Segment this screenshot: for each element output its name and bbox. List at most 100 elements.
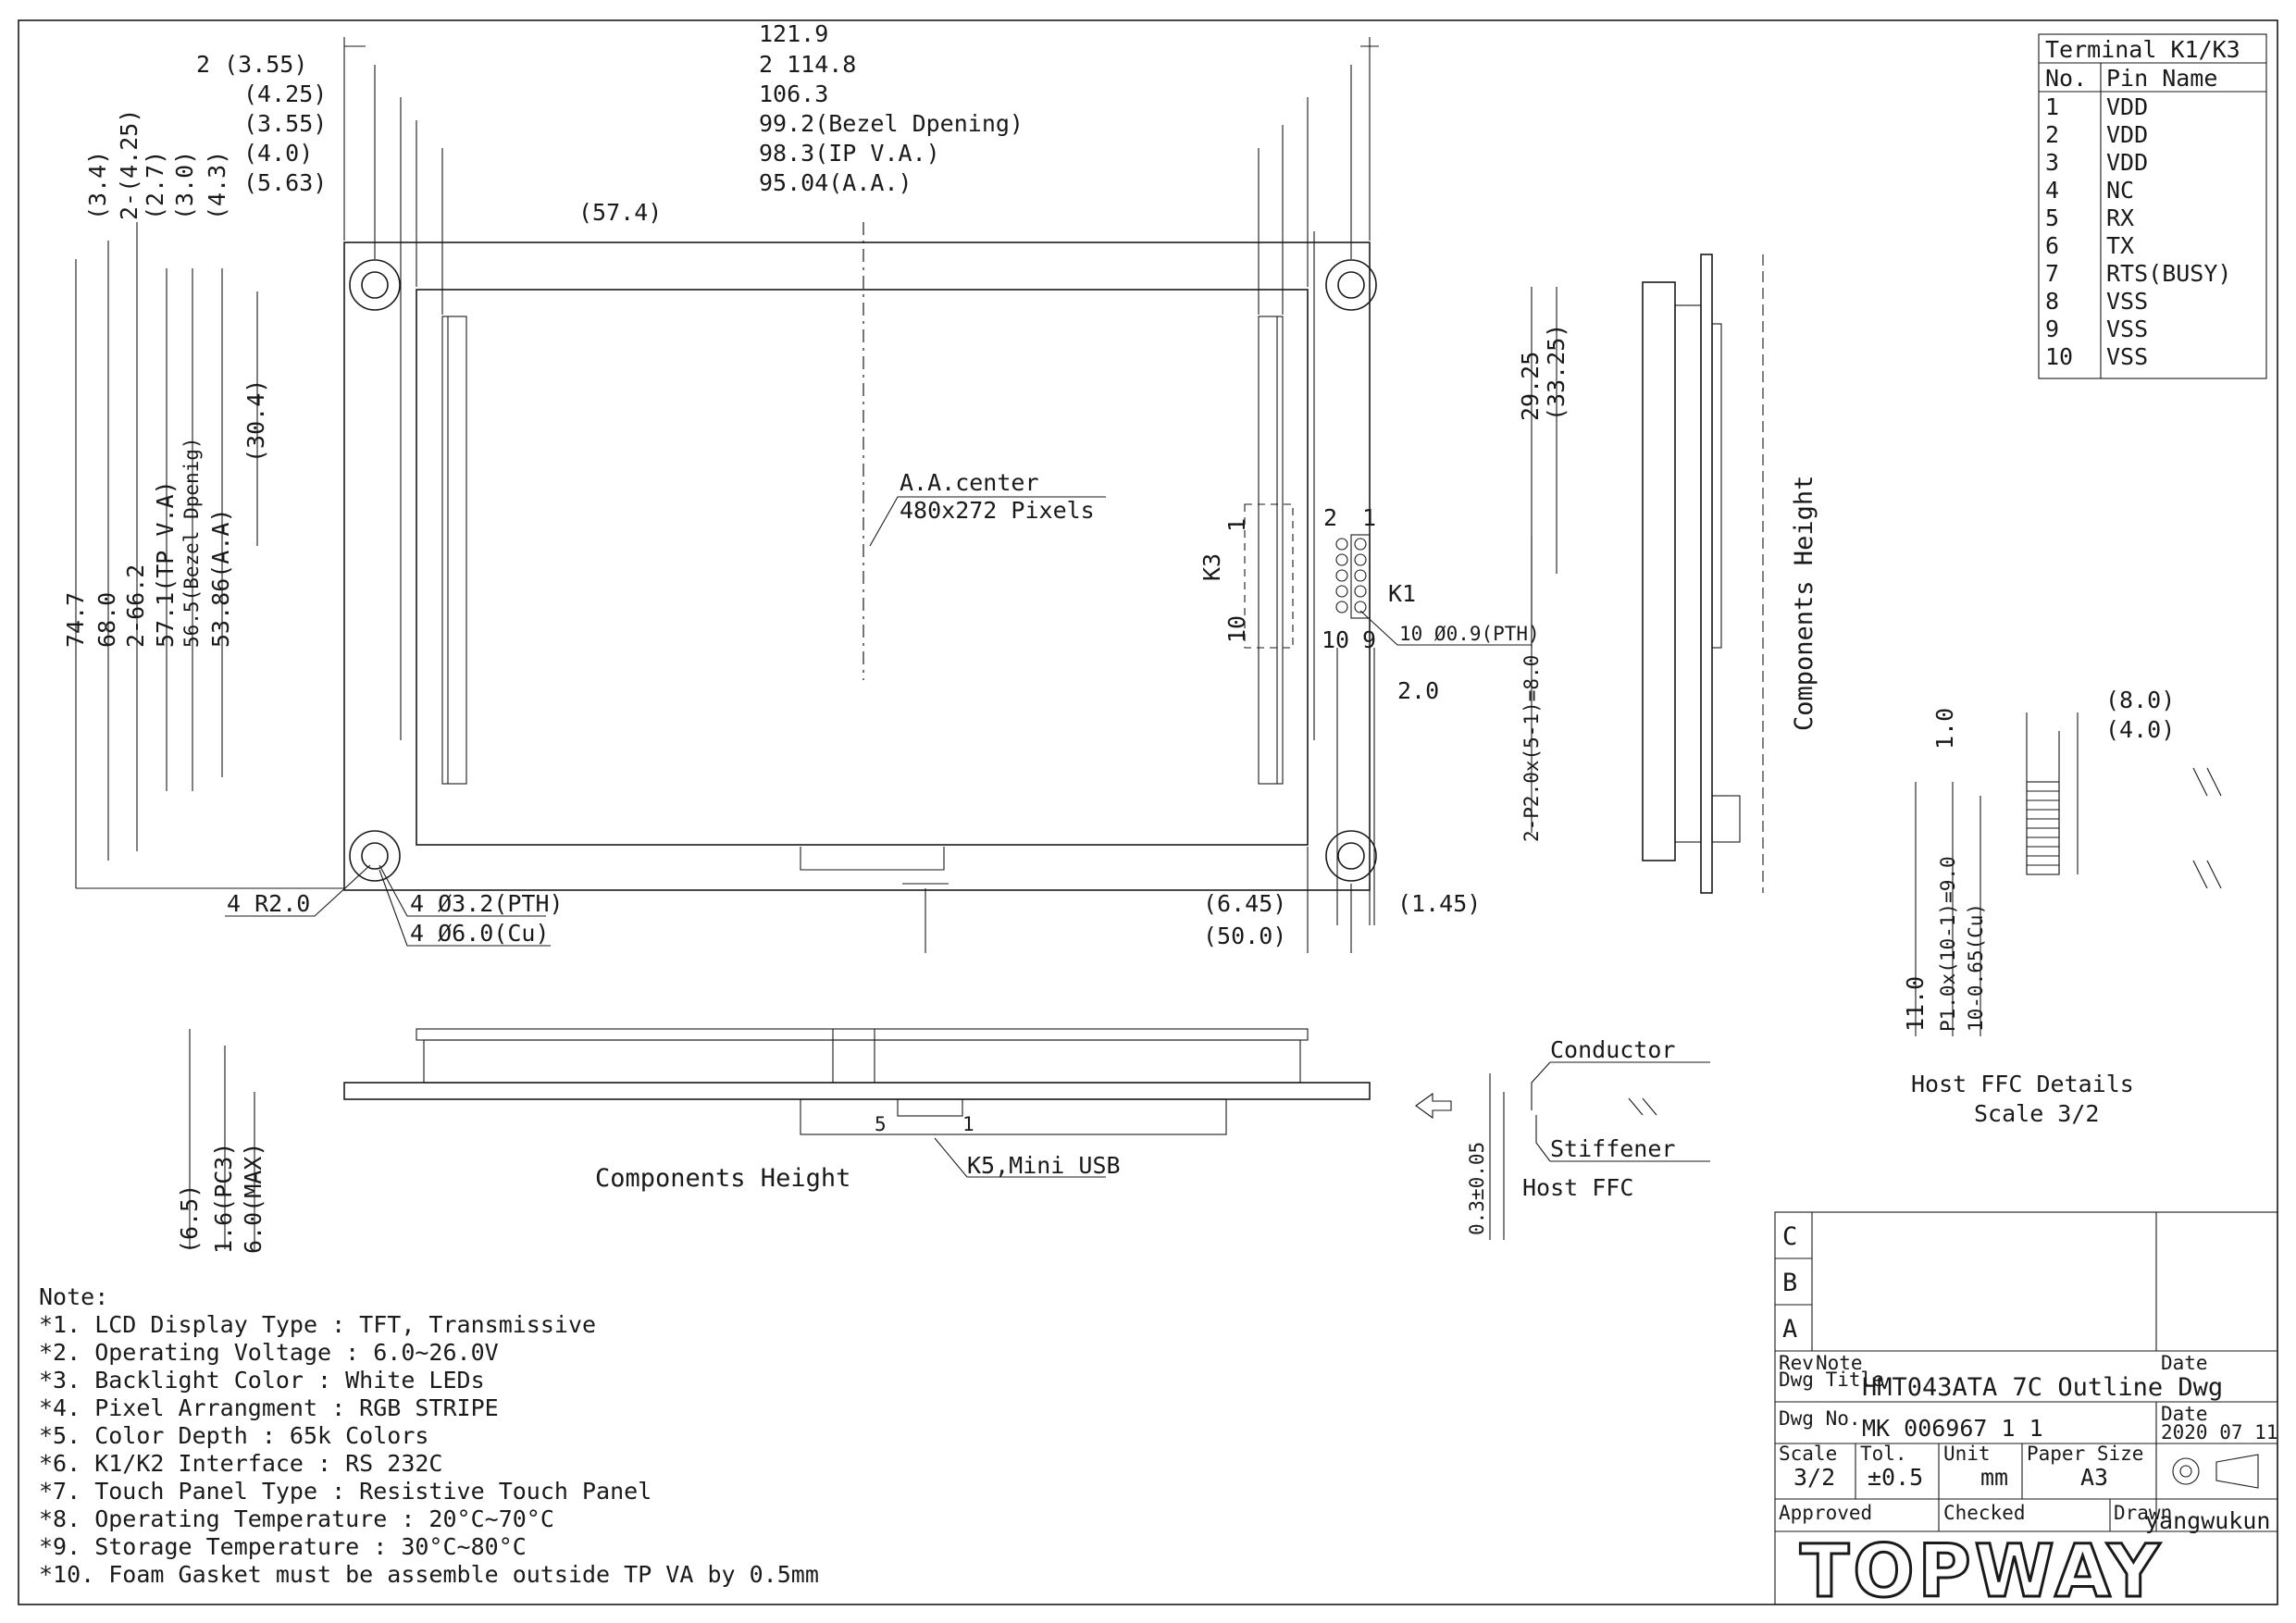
bottom-dim-lines: [1307, 712, 1375, 953]
notes-title: Note:: [39, 1283, 108, 1310]
pin-name: VSS: [2106, 316, 2148, 342]
ffc-dim-1-0: 1.0: [1931, 708, 1958, 750]
dim-top-left-2: (3.55): [243, 110, 327, 137]
dim-left-top-3: (3.0): [171, 151, 198, 220]
pin-table-col-name: Pin Name: [2106, 65, 2217, 92]
pin-no: 4: [2045, 177, 2059, 204]
dims-left-vertical-text: 74.7 68.0 2-66.2 57.1(TP V.A) 56.5(Bezel…: [62, 379, 269, 648]
side-dim-6-5: (6.5): [176, 1184, 203, 1254]
pin-no: 10: [2045, 343, 2073, 370]
date-label: Date: [2161, 1403, 2208, 1425]
pin-no: 8: [2045, 288, 2059, 315]
dim-top-center-3: 99.2(Bezel Dpening): [759, 110, 1024, 137]
components-height-right: Components Height: [1790, 476, 1818, 731]
drawing-border: [18, 19, 2278, 1605]
pin-name: VSS: [2106, 343, 2148, 370]
dim-left-top-4: (4.3): [204, 151, 230, 220]
note-item: *3. Backlight Color : White LEDs: [39, 1367, 485, 1394]
dim-top-center-4: 98.3(IP V.A.): [759, 140, 940, 167]
topway-logo: TOPWAY: [1800, 1530, 2164, 1614]
k1-pin1: 1: [1362, 504, 1376, 531]
dim-left-top-0: (3.4): [84, 151, 111, 220]
tol-value: ±0.5: [1868, 1464, 1923, 1491]
dim-50-0: (50.0): [1203, 923, 1286, 949]
scale-value: 3/2: [1793, 1464, 1835, 1491]
pin-name: VDD: [2106, 149, 2148, 176]
pin-no: 9: [2045, 316, 2059, 342]
pin-table-title: Terminal K1/K3: [2045, 36, 2240, 63]
pin-name: RTS(BUSY): [2106, 260, 2231, 287]
ffc-dim-4-0: (4.0): [2105, 716, 2175, 743]
pin-name: VSS: [2106, 288, 2148, 315]
note-label: Note: [1816, 1352, 1863, 1374]
k3-footprint: [1244, 503, 1294, 649]
dims-left-top-text: (3.4) 2-(4.25) (2.7) (3.0) (4.3): [84, 109, 230, 220]
dim-left-74-7: 74.7: [62, 592, 89, 648]
note-item: *7. Touch Panel Type : Resistive Touch P…: [39, 1478, 652, 1505]
dim-left-30-4: (30.4): [242, 379, 269, 463]
date-value: 2020 07 11: [2161, 1421, 2277, 1443]
k1-label: K1: [1388, 580, 1416, 607]
front-view: [343, 222, 1377, 953]
aa-pixels-label: 480x272 Pixels: [900, 497, 1095, 524]
dim-6-45: (6.45): [1203, 890, 1286, 917]
dim-2-0: 2.0: [1397, 677, 1439, 704]
dim-left-68-0: 68.0: [93, 592, 120, 648]
approved-label: Approved: [1779, 1502, 1872, 1524]
ffc-dim-8-0: (8.0): [2105, 687, 2175, 713]
checked-label: Checked: [1943, 1502, 2026, 1524]
drawn-label: Drawn: [2114, 1502, 2172, 1524]
dim-top-left-3: (4.0): [243, 140, 313, 167]
note-item: *4. Pixel Arrangment : RGB STRIPE: [39, 1394, 499, 1421]
mount-hole-tl: [349, 259, 401, 311]
k3-pin1: 1: [1223, 518, 1250, 532]
k1-pitch: 2-P2.0x(5-1)=8.0: [1520, 655, 1543, 842]
ffc-thickness: 0.3±0.05: [1466, 1142, 1488, 1235]
dwg-title: HMT043ATA 7C Outline Dwg: [1862, 1373, 2223, 1402]
pin-name: TX: [2106, 232, 2134, 259]
hole-pth-label: 4 Ø3.2(PTH): [410, 890, 564, 917]
dim-top-center-0: 121.9: [759, 20, 828, 47]
scale-label: Scale: [1779, 1443, 1837, 1465]
pin-table-col-no: No.: [2045, 65, 2087, 92]
host-ffc-label: Host FFC: [1522, 1174, 1633, 1201]
k1-connector: [1335, 534, 1371, 619]
stiffener-label: Stiffener: [1550, 1135, 1675, 1162]
ffc-dim-11-0: 11.0: [1902, 976, 1929, 1032]
dwg-title-label: Dwg Title: [1779, 1369, 1884, 1391]
k3-label: K3: [1198, 553, 1225, 581]
dim-top-center-2: 106.3: [759, 81, 828, 107]
paper-value: A3: [2080, 1464, 2108, 1491]
hole-radius-label: 4 R2.0: [227, 890, 310, 917]
rev-b: B: [1782, 1269, 1797, 1297]
mount-hole-tr: [1325, 259, 1377, 311]
note-item: *9. Storage Temperature : 30°C~80°C: [39, 1533, 527, 1560]
dim-left-53-86: 53.86(A.A): [207, 508, 234, 648]
note-item: *5. Color Depth : 65k Colors: [39, 1422, 428, 1449]
hole-cu-label: 4 Ø6.0(Cu): [410, 920, 550, 947]
dim-left-66-2: 2-66.2: [122, 564, 149, 648]
dim-left-56-5: 56.5(Bezel Dpenig): [180, 437, 203, 648]
dwg-no-label: Dwg No.: [1779, 1407, 1861, 1430]
unit-label: Unit: [1943, 1443, 1991, 1465]
tol-label: Tol.: [1860, 1443, 1907, 1465]
note-item: *8. Operating Temperature : 20°C~70°C: [39, 1505, 554, 1532]
date-col-label: Date: [2161, 1352, 2208, 1374]
k1-pin2: 2: [1323, 504, 1337, 531]
conductor-label: Conductor: [1550, 1036, 1675, 1063]
dim-half-width: (57.4): [578, 199, 662, 226]
pin-table: Terminal K1/K3 No. Pin Name 1 VDD 2 VDD …: [2038, 33, 2267, 379]
side-dim-1-6: 1.6(PC3): [210, 1143, 237, 1254]
note-item: *2. Operating Voltage : 6.0~26.0V: [39, 1339, 499, 1366]
usb-label: K5,Mini USB: [967, 1152, 1121, 1179]
k1-pin10: 10: [1322, 626, 1349, 653]
active-area-right: [1258, 316, 1284, 785]
k3-pin10: 10: [1223, 615, 1250, 643]
ffc-width: 10-0.65(Cu): [1965, 903, 1987, 1032]
dim-left-top-1: 2-(4.25): [116, 109, 143, 220]
pin-no: 2: [2045, 121, 2059, 148]
components-height-bottom: Components Height: [595, 1164, 850, 1193]
pin-name: RX: [2106, 204, 2134, 231]
dwg-no: MK 006967 1 1: [1862, 1415, 2043, 1442]
